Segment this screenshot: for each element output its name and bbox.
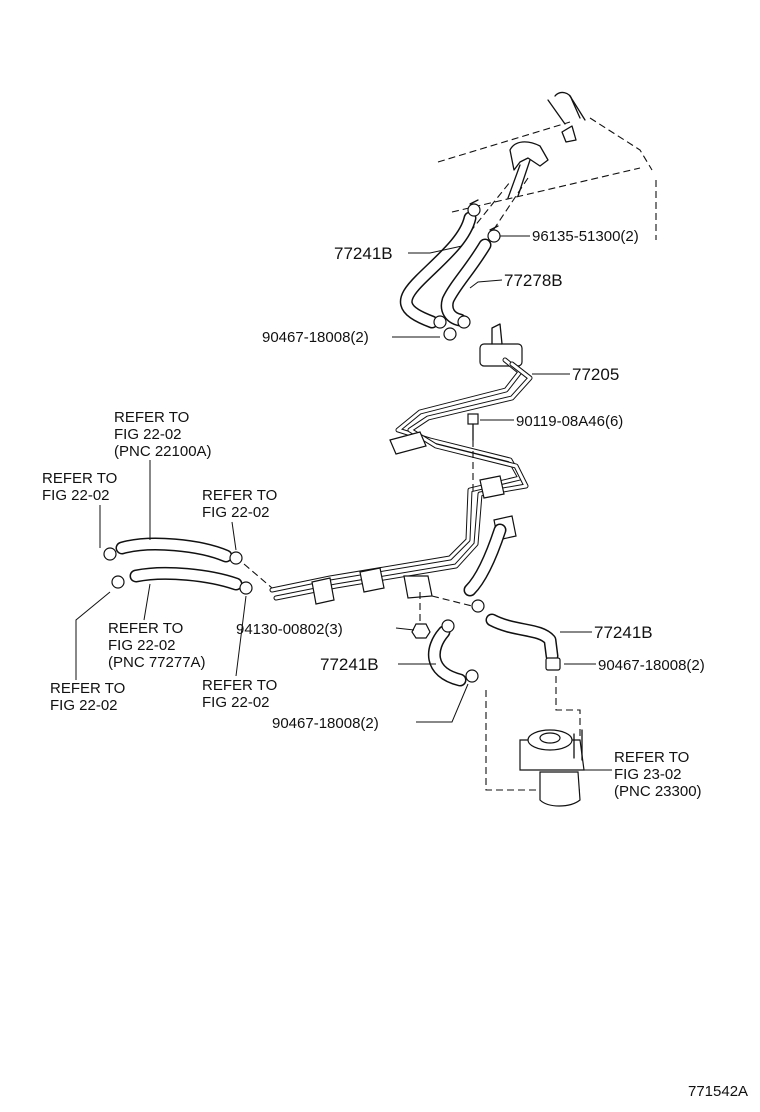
refer-line: REFER TO (202, 677, 277, 694)
refer-line: FIG 22-02 (202, 504, 270, 521)
refer-note-bottom-left: REFER TO FIG 22-02 (50, 680, 125, 714)
callout-77241b-right: 77241B (594, 623, 653, 642)
upper-connector (469, 141, 549, 233)
refer-line: (PNC 22100A) (114, 443, 212, 460)
clamp-right-1 (471, 599, 485, 613)
clamp-left-4 (239, 581, 253, 595)
clamp-left-2 (111, 575, 125, 589)
refer-line: REFER TO (108, 620, 183, 637)
fuel-filter (485, 676, 585, 807)
refer-note-center: REFER TO FIG 22-02 (202, 487, 277, 521)
clamp-top-1 (467, 199, 481, 217)
refer-line: REFER TO (42, 470, 117, 487)
clamp-mid-1 (441, 619, 455, 633)
hose-77241b-mid (427, 625, 467, 687)
callout-90467-bottom: 90467-18008(2) (272, 715, 379, 732)
refer-line: REFER TO (114, 409, 189, 426)
fuel-tank-outline (437, 91, 657, 240)
figure-id: 771542A (688, 1083, 748, 1100)
clamp-90467-top-b (457, 315, 471, 329)
refer-note-top-center: REFER TO FIG 22-02 (PNC 22100A) (114, 409, 212, 460)
callout-77241b-top: 77241B (334, 244, 393, 263)
refer-line: REFER TO (50, 680, 125, 697)
refer-line: FIG 22-02 (42, 487, 110, 504)
callout-90119: 90119-08A46(6) (516, 413, 623, 430)
refer-line: (PNC 77277A) (108, 654, 206, 671)
bolt-90119 (467, 413, 479, 492)
clamp-90467-top-c (443, 327, 457, 341)
refer-note-bottom-center: REFER TO FIG 22-02 (202, 677, 277, 711)
leader-lines (75, 235, 612, 771)
refer-note-filter: REFER TO FIG 23-02 (PNC 23300) (614, 749, 702, 800)
hose-lower-left (129, 566, 243, 591)
refer-note-top-left: REFER TO FIG 22-02 (42, 470, 117, 504)
dash-right-conn (431, 595, 473, 607)
clamp-90467-top-a (433, 315, 447, 329)
callout-77241b-mid: 77241B (320, 655, 379, 674)
refer-note-middle-left: REFER TO FIG 22-02 (PNC 77277A) (108, 620, 206, 671)
clamp-90467-bottom (465, 669, 479, 683)
refer-line: FIG 23-02 (614, 766, 682, 783)
nut-94130 (411, 592, 431, 639)
refer-line: FIG 22-02 (202, 694, 270, 711)
refer-line: (PNC 23300) (614, 783, 702, 800)
callout-77205: 77205 (572, 365, 619, 384)
refer-line: REFER TO (202, 487, 277, 504)
hose-77241b-top (399, 211, 477, 329)
callout-94130: 94130-00802(3) (236, 621, 343, 638)
callout-90467-right: 90467-18008(2) (598, 657, 705, 674)
clamp-left-1 (103, 547, 117, 561)
refer-line: FIG 22-02 (114, 426, 182, 443)
pipe-assembly-77205 (269, 323, 533, 605)
callout-90467-top: 90467-18008(2) (262, 329, 369, 346)
dash-left-conn (243, 563, 273, 589)
hose-upper-left (115, 537, 233, 563)
refer-line: FIG 22-02 (108, 637, 176, 654)
callout-77278b: 77278B (504, 271, 563, 290)
refer-line: FIG 22-02 (50, 697, 118, 714)
hose-77278b (440, 238, 492, 327)
callout-96135: 96135-51300(2) (532, 228, 639, 245)
refer-line: REFER TO (614, 749, 689, 766)
clamp-96135 (487, 225, 501, 243)
hose-77241b-right (485, 613, 559, 663)
clamp-left-3 (229, 551, 243, 565)
clamp-90467-right (545, 657, 561, 671)
